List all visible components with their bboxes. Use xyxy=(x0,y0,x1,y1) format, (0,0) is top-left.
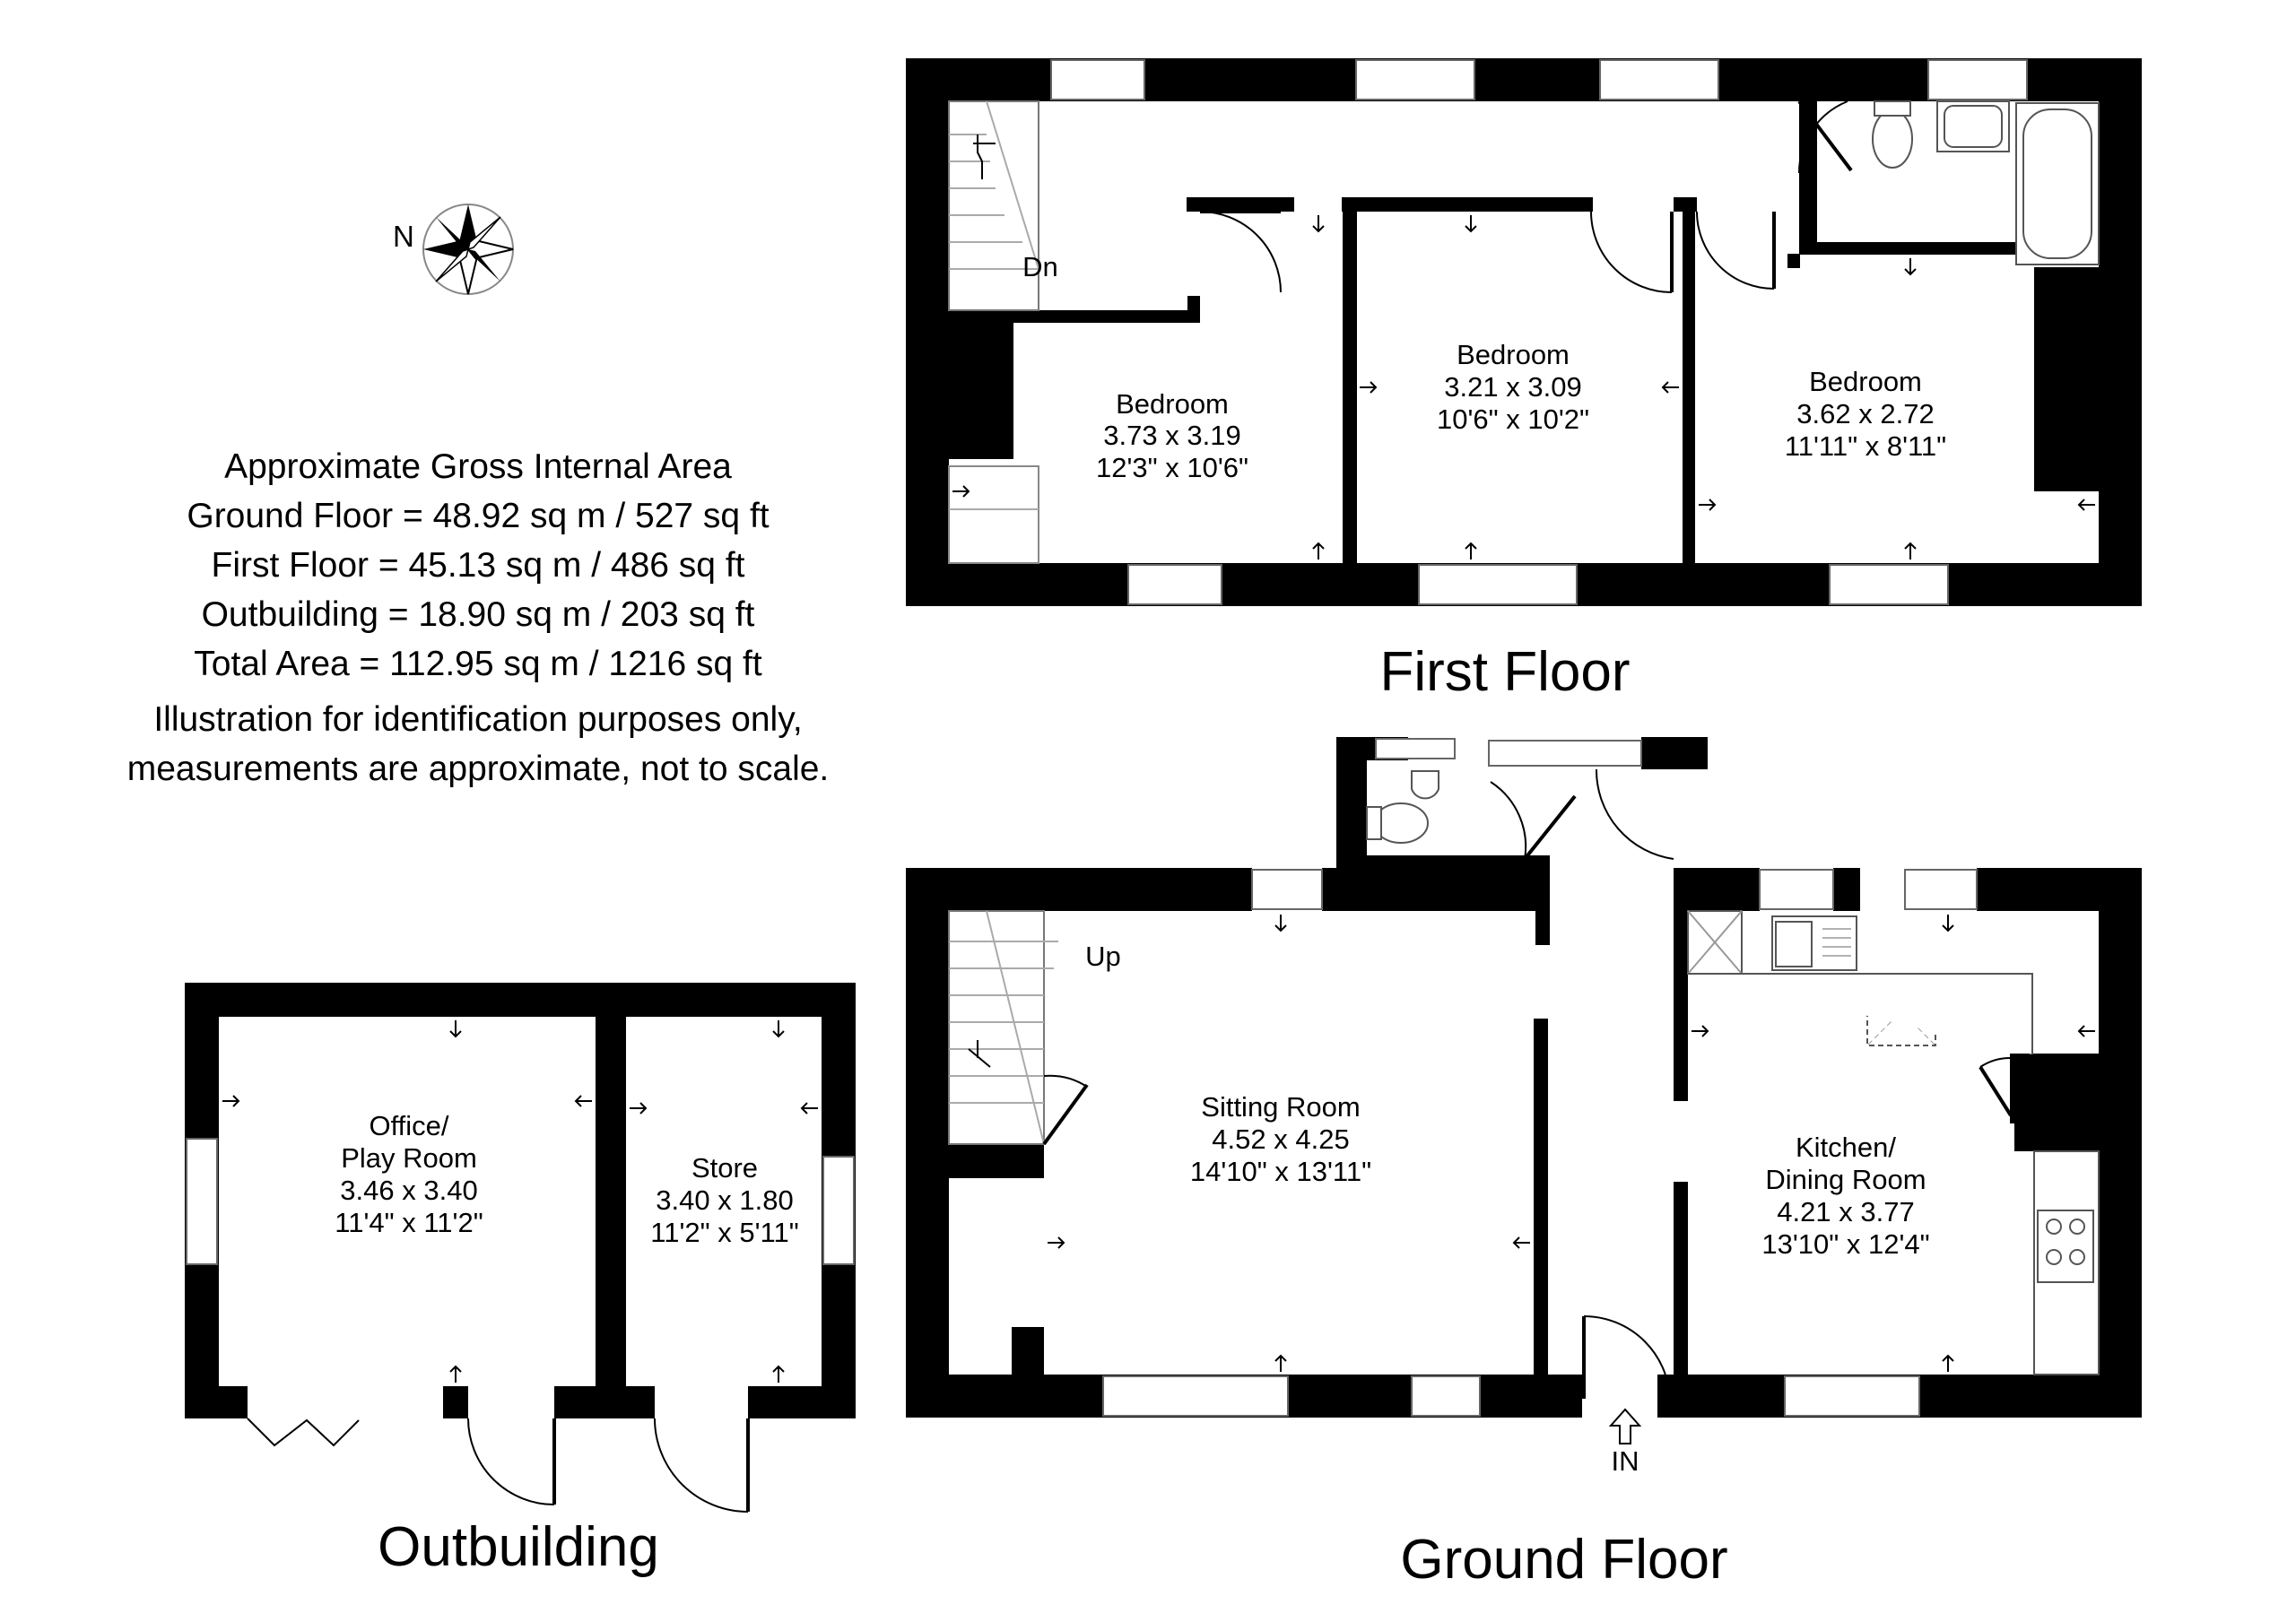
bedroom-1-imperial: 12'3" x 10'6" xyxy=(1096,452,1248,483)
office-imperial: 11'4" x 11'2" xyxy=(335,1207,483,1238)
office-name-line-2: Play Room xyxy=(341,1142,477,1174)
area-first-floor: First Floor = 45.13 sq m / 486 sq ft xyxy=(212,546,745,585)
area-summary: Approximate Gross Internal Area Ground F… xyxy=(127,447,830,788)
first-floor-caption: First Floor xyxy=(1380,641,1631,703)
store-imperial: 11'2" x 5'11" xyxy=(650,1217,798,1248)
stairs-down-label: Dn xyxy=(1022,251,1058,282)
bedroom-2-imperial: 10'6" x 10'2" xyxy=(1437,403,1589,435)
disclaimer-line-2: measurements are approximate, not to sca… xyxy=(127,750,830,788)
disclaimer-line-1: Illustration for identification purposes… xyxy=(153,700,802,739)
stairs-up-label: Up xyxy=(1085,941,1121,972)
compass-north-label: N xyxy=(393,220,414,253)
sitting-room-name: Sitting Room xyxy=(1201,1091,1360,1123)
bedroom-3-metric: 3.62 x 2.72 xyxy=(1796,398,1934,429)
area-outbuilding: Outbuilding = 18.90 sq m / 203 sq ft xyxy=(202,595,755,634)
sitting-room-metric: 4.52 x 4.25 xyxy=(1212,1123,1349,1155)
bedroom-3-name: Bedroom xyxy=(1809,366,1922,397)
kitchen-name-line-2: Dining Room xyxy=(1765,1164,1926,1195)
entrance-arrow-icon xyxy=(1608,1408,1642,1444)
office-name-line-1: Office/ xyxy=(369,1110,448,1141)
sitting-room-imperial: 14'10" x 13'11" xyxy=(1190,1156,1371,1187)
compass-rose-icon xyxy=(422,204,514,295)
bedroom-3-imperial: 11'11" x 8'11" xyxy=(1785,430,1946,462)
ground-floor-caption: Ground Floor xyxy=(1400,1529,1727,1591)
bedroom-1-name: Bedroom xyxy=(1116,388,1229,420)
office-metric: 3.46 x 3.40 xyxy=(340,1175,477,1206)
area-heading: Approximate Gross Internal Area xyxy=(224,447,732,486)
entrance-label: IN xyxy=(1612,1445,1639,1477)
bedroom-1-metric: 3.73 x 3.19 xyxy=(1103,420,1240,451)
kitchen-metric: 4.21 x 3.77 xyxy=(1777,1196,1914,1227)
kitchen-name-line-1: Kitchen/ xyxy=(1796,1132,1896,1163)
store-metric: 3.40 x 1.80 xyxy=(656,1184,793,1216)
area-ground-floor: Ground Floor = 48.92 sq m / 527 sq ft xyxy=(187,497,769,535)
outbuilding-plan: Office/ Play Room 3.46 x 3.40 11'4" x 11… xyxy=(185,983,856,1513)
outbuilding-caption: Outbuilding xyxy=(378,1516,659,1578)
ground-floor-plan: Up Sitting Room 4.52 x 4.25 14'10" x 13'… xyxy=(906,737,2142,1477)
store-name: Store xyxy=(691,1152,758,1184)
first-floor-plan: Dn Bedroom 3.73 x 3.19 12'3" x 10'6" Bed… xyxy=(906,58,2142,606)
kitchen-imperial: 13'10" x 12'4" xyxy=(1761,1228,1929,1260)
area-total: Total Area = 112.95 sq m / 1216 sq ft xyxy=(194,645,762,683)
bedroom-2-name: Bedroom xyxy=(1457,339,1570,370)
bedroom-2-metric: 3.21 x 3.09 xyxy=(1444,371,1581,403)
